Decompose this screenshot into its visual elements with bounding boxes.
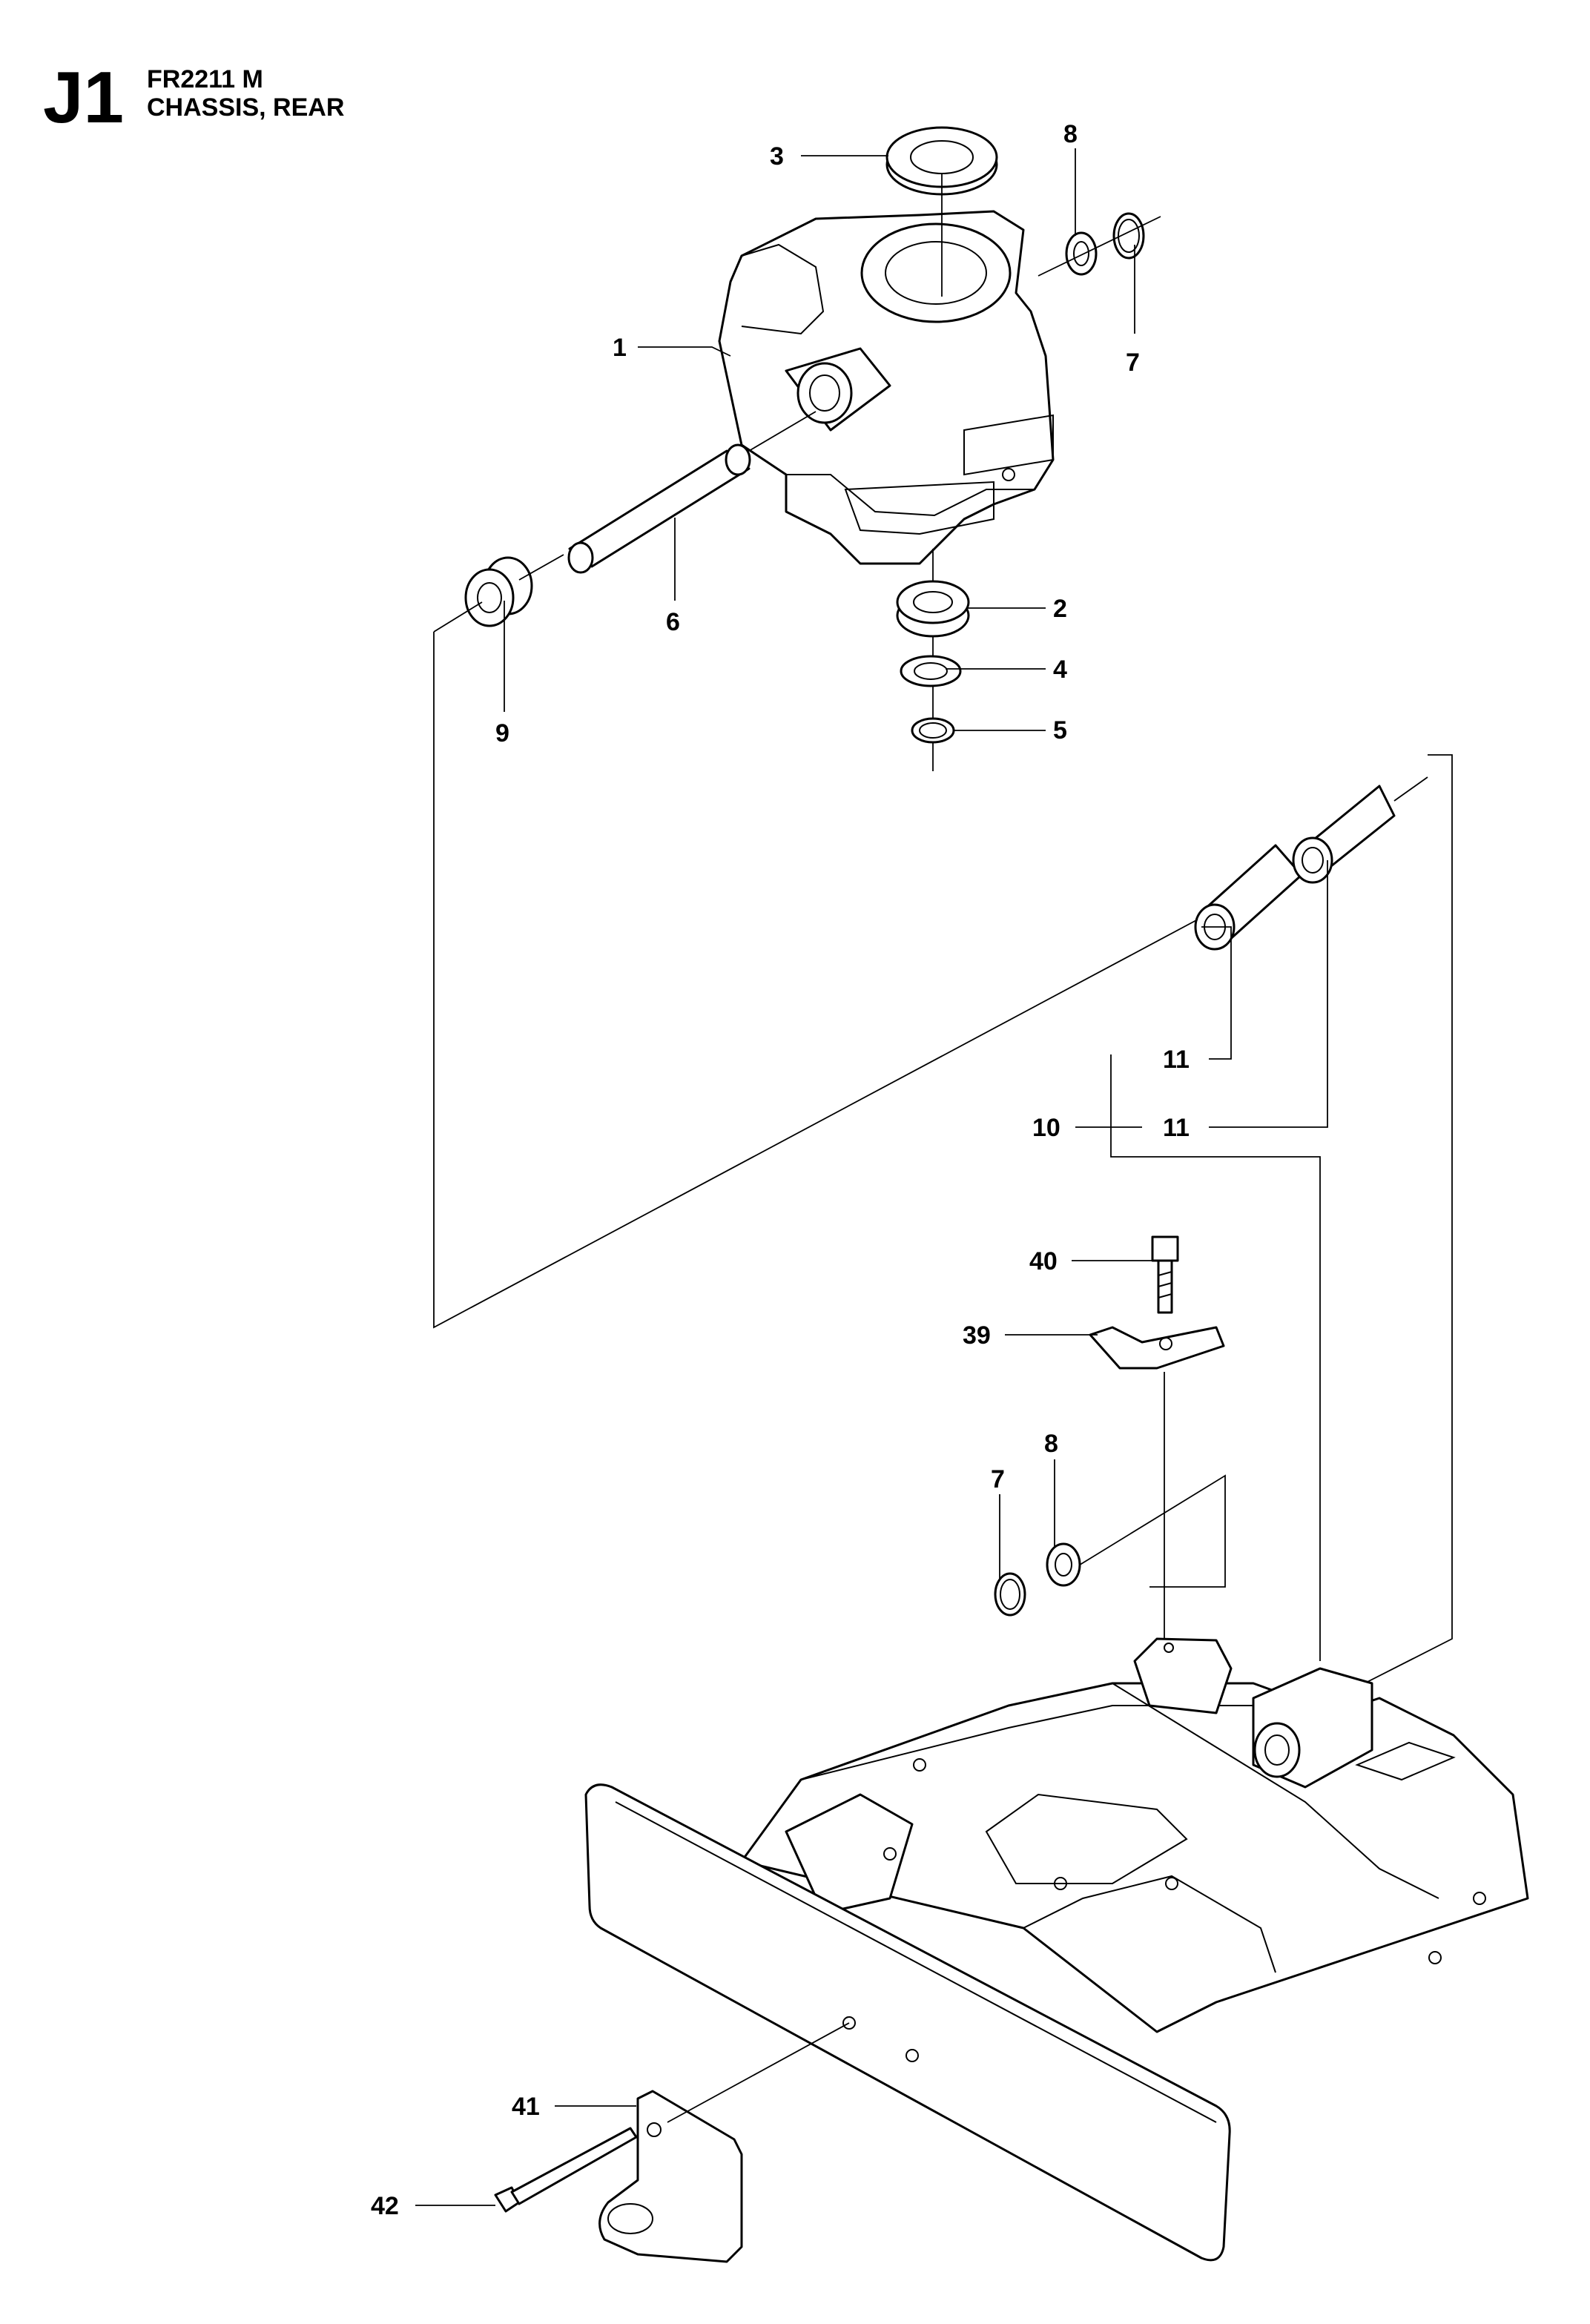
- callout-8-upper: 8: [1063, 120, 1078, 148]
- page-code: J1: [43, 56, 125, 138]
- bushing-part: [464, 554, 564, 627]
- top-bearing-part: [885, 126, 998, 297]
- bumper-bar: [584, 1783, 1231, 2262]
- callout-40: 40: [1029, 1247, 1058, 1275]
- callout-41: 41: [512, 2093, 540, 2121]
- callout-leaders: [415, 148, 1328, 2206]
- callout-4: 4: [1053, 656, 1067, 684]
- callout-9: 9: [495, 719, 509, 747]
- chassis-frame: [740, 1637, 1529, 2033]
- washer-ring-lower: [994, 1542, 1081, 1617]
- lower-stack: [896, 549, 970, 771]
- callout-6: 6: [666, 608, 680, 636]
- pin-part: [567, 411, 817, 574]
- washer-ring-upper: [1038, 212, 1161, 277]
- callout-5: 5: [1053, 716, 1067, 745]
- callout-11-lower: 11: [1163, 1114, 1190, 1142]
- housing-part: [718, 210, 1055, 565]
- callout-3: 3: [770, 142, 784, 171]
- spacer-parts: [1194, 776, 1428, 951]
- bolt-bracket-upper: [1089, 1235, 1225, 1370]
- callout-42: 42: [371, 2192, 399, 2220]
- callout-39: 39: [963, 1321, 991, 1350]
- reference-lines: [433, 601, 1453, 1684]
- callout-7-upper: 7: [1126, 349, 1140, 377]
- callout-1: 1: [613, 334, 627, 362]
- callout-2: 2: [1053, 595, 1067, 623]
- callout-7-lower: 7: [991, 1465, 1005, 1493]
- model-number: FR2211 M: [147, 65, 263, 93]
- diagram-title: CHASSIS, REAR: [147, 93, 345, 122]
- callout-11-upper: 11: [1163, 1046, 1190, 1074]
- hitch-bracket: [494, 2022, 850, 2263]
- callout-10: 10: [1032, 1114, 1060, 1142]
- callout-8-lower: 8: [1044, 1430, 1058, 1458]
